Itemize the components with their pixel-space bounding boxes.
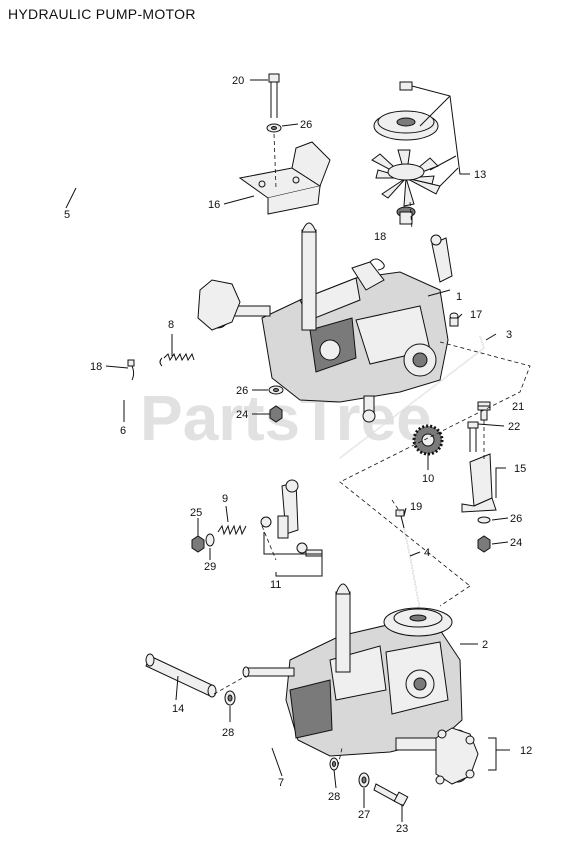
callout-28-bottom: 28 [328, 791, 340, 803]
callout-10: 10 [422, 473, 434, 485]
bolt-part-21[interactable] [477, 401, 491, 421]
callout-22: 22 [508, 421, 520, 433]
callout-2: 2 [482, 639, 488, 651]
callout-14: 14 [172, 703, 184, 715]
fastener-part-17[interactable] [449, 312, 459, 327]
callout-21: 21 [512, 401, 524, 413]
callout-25: 25 [190, 507, 202, 519]
callout-11: 11 [270, 579, 281, 591]
bolt-part-23[interactable] [373, 783, 409, 807]
wheel-hub-part-12[interactable] [395, 727, 479, 785]
hydro-transmission-part-2[interactable] [242, 583, 463, 757]
bolt-part-20[interactable] [268, 73, 280, 118]
callout-18-top: 18 [374, 231, 386, 243]
callout-4: 4 [424, 547, 430, 559]
callout-19: 19 [410, 501, 422, 513]
washer-part-29[interactable] [205, 533, 215, 547]
callout-24-right: 24 [510, 537, 522, 549]
callout-17: 17 [470, 309, 482, 321]
washer-part-27[interactable] [358, 772, 370, 788]
washer-part-26-middle[interactable] [268, 385, 284, 395]
callout-8: 8 [168, 319, 174, 331]
bracket-part-15[interactable] [461, 453, 497, 513]
callout-1: 1 [456, 291, 462, 303]
control-rod-part-3[interactable] [339, 335, 485, 459]
callout-23: 23 [396, 823, 408, 835]
bolt-part-22[interactable] [467, 421, 479, 452]
callout-5: 5 [64, 209, 70, 221]
callout-12: 12 [520, 745, 532, 757]
nut-part-24-right[interactable] [477, 535, 491, 553]
clip-part-19[interactable] [395, 509, 405, 529]
hydro-transmission-part-1[interactable] [197, 222, 453, 423]
washer-part-28-left[interactable] [224, 690, 236, 706]
control-arm-part-11[interactable] [260, 479, 323, 557]
clip-part-18-top[interactable] [369, 258, 385, 271]
pulley-fan-part-13-top[interactable] [371, 81, 441, 225]
callout-16: 16 [208, 199, 220, 211]
washer-part-28-bottom[interactable] [329, 757, 339, 771]
callout-7: 7 [278, 777, 284, 789]
callout-18-left: 18 [90, 361, 102, 373]
callout-27: 27 [358, 809, 370, 821]
spring-part-9[interactable] [217, 524, 247, 536]
nut-part-25[interactable] [191, 535, 205, 553]
callout-26-right: 26 [510, 513, 522, 525]
callout-24-middle: 24 [236, 409, 248, 421]
spring-part-8[interactable] [159, 352, 195, 367]
control-rod-part-4[interactable] [403, 527, 421, 611]
washer-part-26-top[interactable] [266, 123, 282, 133]
callout-26-middle: 26 [236, 385, 248, 397]
callout-13: 13 [474, 169, 486, 181]
diagram-title: HYDRAULIC PUMP-MOTOR [8, 6, 196, 22]
callout-28-left: 28 [222, 727, 234, 739]
callout-15: 15 [514, 463, 526, 475]
clip-part-18-left[interactable] [127, 359, 135, 381]
drive-belt-part-5[interactable] [20, 50, 240, 194]
shaft-part-14[interactable] [145, 653, 217, 698]
nut-part-24-middle[interactable] [269, 405, 283, 423]
callout-labels: 20 26 16 5 13 18 1 17 3 8 18 6 26 24 21 … [64, 75, 532, 835]
callout-26-top: 26 [300, 119, 312, 131]
gear-part-10[interactable] [412, 424, 444, 456]
leader-lines [65, 79, 510, 822]
callout-20: 20 [232, 75, 244, 87]
control-rod-part-6[interactable] [48, 374, 261, 449]
washer-part-26-right[interactable] [477, 516, 491, 524]
callout-29: 29 [204, 561, 216, 573]
callout-9: 9 [222, 493, 228, 505]
bracket-part-16[interactable] [238, 141, 331, 215]
callout-6: 6 [120, 425, 126, 437]
callout-3: 3 [506, 329, 512, 341]
